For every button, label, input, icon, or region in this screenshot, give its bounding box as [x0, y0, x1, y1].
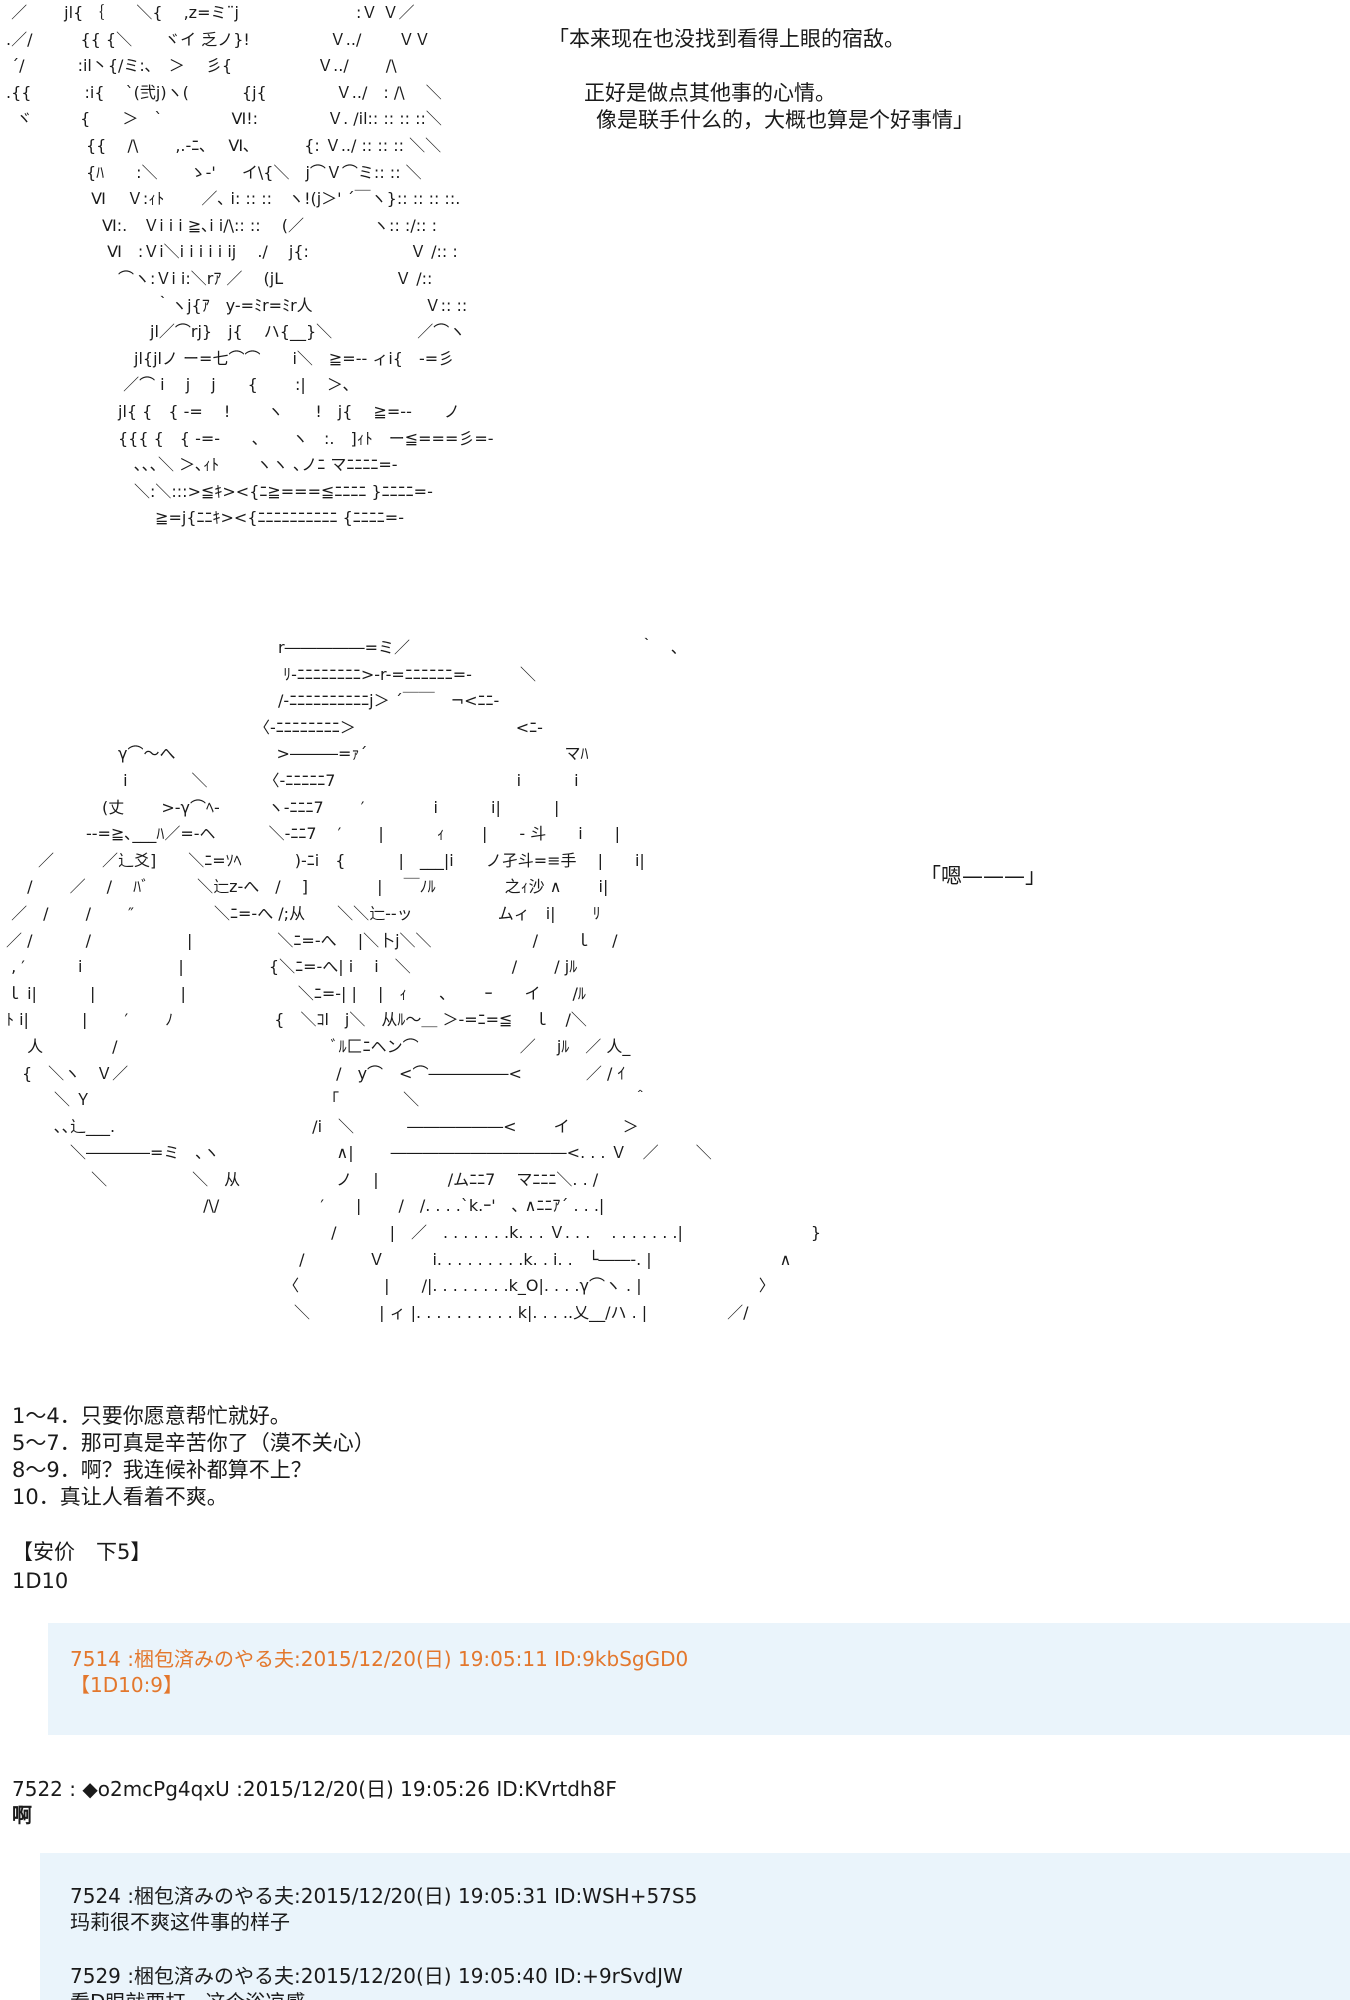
- post-header: 7514 :梱包済みのやる夫:2015/12/20(日) 19:05:11 ID…: [70, 1647, 689, 1671]
- choice-item: 1～4．只要你愿意帮忙就好。: [12, 1404, 291, 1428]
- ascii-art-bottom: r―――――=ミ／ ｀ ､ ﾘ-ﾆﾆﾆﾆﾆﾆﾆﾆ>-r-=ﾆﾆﾆﾆﾆﾆ=- ＼ …: [6, 638, 822, 1322]
- post-7524: 7524 :梱包済みのやる夫:2015/12/20(日) 19:05:31 ID…: [40, 1853, 1350, 2000]
- anchor-note: 【安价 下5】 1D10: [12, 1538, 151, 1596]
- speech-line-3: 像是联手什么的，大概也算是个好事情」: [596, 108, 974, 132]
- anchor-label: 【安价 下5】: [12, 1540, 152, 1564]
- speech-line-4: 「嗯———」: [920, 864, 1046, 888]
- post-7522: 7522 : ◆o2mcPg4qxU :2015/12/20(日) 19:05:…: [12, 1776, 617, 1828]
- choice-list: 1～4．只要你愿意帮忙就好。 5～7．那可真是辛苦你了（漠不关心） 8～9．啊？…: [12, 1403, 375, 1511]
- post-header: 7529 :梱包済みのやる夫:2015/12/20(日) 19:05:40 ID…: [70, 1964, 683, 1988]
- dice-label: 1D10: [12, 1569, 69, 1593]
- post-body: 看D眼就要打 这个浴凉感: [70, 1989, 683, 2000]
- post-header: 7524 :梱包済みのやる夫:2015/12/20(日) 19:05:31 ID…: [70, 1884, 698, 1908]
- ascii-art-top: ／ jl{ ｛ ＼{ ,z=ミ¨j :Ｖ Ｖ／ .／/ {{ {＼ ヾイ 乏ノ}…: [6, 3, 494, 528]
- choice-item: 5～7．那可真是辛苦你了（漠不关心）: [12, 1431, 375, 1455]
- post-body: 啊: [12, 1803, 32, 1827]
- post-7514: 7514 :梱包済みのやる夫:2015/12/20(日) 19:05:11 ID…: [48, 1623, 1350, 1735]
- post-body: 【1D10:9】: [70, 1673, 184, 1697]
- post-header: 7522 : ◆o2mcPg4qxU :2015/12/20(日) 19:05:…: [12, 1777, 617, 1801]
- speech-line-1: 「本来现在也没找到看得上眼的宿敌。: [548, 27, 905, 51]
- choice-item: 8～9．啊？我连候补都算不上？: [12, 1458, 312, 1482]
- speech-line-2: 正好是做点其他事的心情。: [584, 81, 836, 105]
- post-body: 玛莉很不爽这件事的样子: [70, 1910, 290, 1934]
- choice-item: 10．真让人看着不爽。: [12, 1485, 228, 1509]
